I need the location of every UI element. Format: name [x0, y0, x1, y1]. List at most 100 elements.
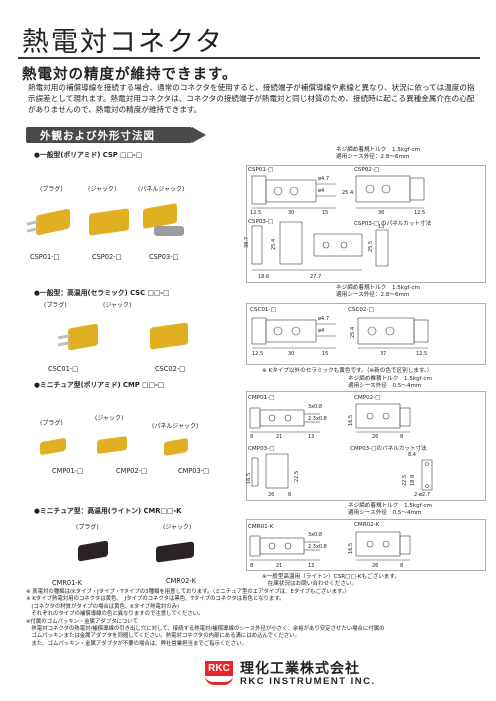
dim-csp01-a: 12.5 — [250, 210, 261, 216]
drawing-label-csc02: CSC02-□ — [348, 307, 374, 313]
group-title-cmp: ●ミニチュア型(ポリアミド) CMP □□-□ — [34, 381, 165, 389]
footnote-line: (コネクタの材質がタイプの場合は黄色、Kタイプ熱電対のみ) — [26, 603, 180, 610]
dim-csp02-a: 36 — [378, 210, 384, 216]
dim-cmp02-h: 16.5 — [348, 415, 354, 426]
drawing-label-cmp03: CMP03-□ — [248, 446, 275, 452]
dim-csp-pin-b: ø4 — [318, 188, 324, 194]
dim-cmp-panel-c: 18.9 — [410, 475, 416, 486]
dim-cmp01-b: 21 — [276, 434, 282, 440]
dim-cmp03-b: 8 — [288, 492, 291, 498]
dim-csc01-c: 15 — [322, 351, 328, 357]
dim-panel-b: 25.5 — [368, 241, 374, 252]
product-name-csp01: CSP01-□ — [30, 253, 60, 261]
csp-jack-image — [89, 208, 129, 236]
dim-cmp-pin-b: 2.3x0.8 — [308, 416, 327, 422]
drawing-frame-cmr — [246, 519, 486, 571]
dim-cmp01-c: 13 — [308, 434, 314, 440]
cmr-jack-image — [156, 541, 194, 563]
drawing-label-cmp02: CMP02-□ — [354, 395, 381, 401]
section-heading: 外観および外形寸法図 — [40, 130, 155, 142]
dim-cmr01-c: 13 — [308, 563, 314, 569]
product-name-cmr01: CMR01-K — [52, 579, 82, 587]
dim-csc01-b: 30 — [288, 351, 294, 357]
dim-cmp-panel-b: 22.5 — [402, 475, 408, 486]
product-label-panel-jack: (パネルジャック) — [152, 423, 199, 430]
group-title-csp: ●一般型(ポリアミド) CSP □□-□ — [34, 151, 143, 159]
page-title: 熱電対コネクタ — [22, 27, 224, 58]
footnote-line: また、ゴムパッキン・金属アダプタが不要の場合は、弊社営業担当までご指示ください。 — [26, 640, 247, 647]
csc-color-note: ※ Kタイプ以外のセラミックも黄色です。（※新の色で区別します。） — [262, 368, 433, 374]
product-label-plug: (プラグ) — [40, 420, 63, 427]
cmp-jack-image — [97, 435, 127, 455]
dim-csp03-h: 38.7 — [244, 237, 250, 248]
torque-spec-cmr: ネジ締め着規トルク 1.5kgf·cm 適用シース外径 0.5〜4mm — [348, 503, 432, 516]
footnote-line: それぞれのタイプの補償導線の色と異なりますので注意してください。 — [26, 611, 204, 618]
drawing-label-cmr02: CMR02-K — [354, 522, 380, 528]
dim-cmp-panel-a: 8.4 — [408, 452, 416, 458]
dim-csc-pin-b: ø4 — [318, 328, 324, 334]
csc-jack-image — [150, 322, 188, 350]
dim-csc-height: 25.4 — [350, 327, 356, 338]
product-name-cmr02: CMR02-K — [166, 577, 196, 585]
dim-cmr01-a: 8 — [250, 563, 253, 569]
cmr-plug-image — [78, 540, 108, 562]
rkc-logo: RKC — [205, 661, 233, 676]
dim-csp03-a: 18.6 — [258, 274, 269, 280]
torque-spec-csc: ネジ締め着規トルク 1.5kgf·cm 適用シース外径：2.8〜6mm — [336, 285, 420, 298]
drawing-frame-csc — [246, 303, 486, 365]
drawing-label-cmr01: CMR01-K — [248, 524, 274, 530]
dim-cmr02-b: 8 — [400, 563, 403, 569]
dim-panel-a: 13 — [378, 224, 384, 230]
product-label-panel-jack: (パネルジャック) — [138, 186, 185, 193]
product-name-csc02: CSC02-□ — [155, 365, 186, 373]
footnote-line: ※ Kタイプ熱電対用のコネクタは黄色、 Jタイプのコネクタは黒色、Tタイプのコネ… — [26, 596, 285, 603]
drawing-label-csp02: CSP02-□ — [354, 167, 380, 173]
dim-cmp03-w: 22.5 — [294, 471, 300, 482]
product-name-cmp02: CMP02-□ — [116, 467, 148, 475]
dimension-drawing-csc: 12.5 30 15 37 12.5 ø4.7 ø4 25.4 — [251, 316, 429, 357]
dim-cmp02-a: 26 — [372, 434, 378, 440]
dim-csp-pin-a: ø4.7 — [318, 176, 329, 182]
dim-csp-height: 25.4 — [342, 190, 353, 196]
dim-csc02-a: 37 — [380, 351, 386, 357]
product-label-jack: (ジャック) — [95, 415, 124, 422]
dim-csp01-b: 30 — [288, 210, 294, 216]
dim-csp03-w: 25.4 — [271, 239, 277, 250]
product-name-csp03: CSP03-□ — [149, 253, 179, 261]
group-title-cmr: ●ミニチュア型：高温用(ライトン) CMR□□-K — [34, 507, 182, 515]
dim-cmp-pin-a: 3x0.8 — [308, 404, 322, 410]
torque-spec-cmp: ネジ締め推積トルク 1.5kgf·cm 適用シース外径 0.5〜4mm — [348, 376, 432, 389]
dim-cmr02-h: 16.5 — [348, 543, 354, 554]
dim-csp01-c: 15 — [322, 210, 328, 216]
drawing-frame-cmp — [246, 391, 486, 501]
dim-cmp02-b: 8 — [400, 434, 403, 440]
footnote-line: 熱電対コネクタの熱電対/補償導線の引き出し穴に対して、接続する熱電対/補償導線の… — [26, 626, 385, 633]
dim-csc01-a: 12.5 — [252, 351, 263, 357]
footnote-line: ゴムパッキンまたは金属アダプタを同梱してください。熱電対コネクタの内部にある溝に… — [26, 633, 300, 640]
cmp-plug-image — [40, 437, 66, 456]
dim-cmr-pin-b: 2.3x0.8 — [308, 544, 327, 550]
dim-cmr02-a: 26 — [372, 563, 378, 569]
cmp-panel-jack-image — [164, 437, 188, 457]
product-label-plug: (プラグ) — [44, 302, 67, 309]
product-label-plug: (プラグ) — [76, 524, 99, 531]
torque-spec-csp: ネジ締め着規トルク 1.5kgf·cm 適用シース外径：2.8〜6mm — [336, 147, 420, 160]
dimension-drawing-csp: 12.5 30 15 36 12.5 ø4.7 ø4 25.4 38.7 25.… — [244, 175, 425, 280]
dimension-drawing-cmp: 3x0.8 2.3x0.8 8 21 13 16.5 26 8 16.5 22.… — [246, 403, 433, 498]
company-name-ja: 理化工業株式会社 — [240, 661, 360, 677]
company-name-en: RKC INSTRUMENT INC. — [240, 676, 376, 687]
footnote-line: ※ 表電対の種類は(Kタイプ・Jタイプ・Tタイプの3種類を用意しております。（ミ… — [26, 589, 350, 595]
dim-cmp03-a: 26 — [268, 492, 274, 498]
intro-paragraph: 熱電対用の補償導線を接続する場合、通常のコネクタを使用すると、接続端子が補償導線… — [28, 83, 475, 114]
drawing-label-cmp03-panel: CMP03-□のパネルカット寸法 — [350, 446, 427, 452]
dim-cmp03-h: 16.5 — [246, 473, 252, 484]
drawing-label-csc01: CSC01-□ — [250, 307, 276, 313]
footnotes: ※ 表電対の種類は(Kタイプ・Jタイプ・Tタイプの3種類を用意しております。（ミ… — [26, 589, 486, 648]
section-banner — [26, 127, 206, 143]
product-name-csp02: CSP02-□ — [92, 253, 122, 261]
cmr-availability-note: ※一般型高温用（ライトン）CSR□□-Kもございます。 在庫状況はお問い合わせく… — [262, 574, 401, 587]
csp-plug-image — [27, 208, 70, 236]
footnote-line: ※付属のゴムパッキン・金属アダプタについて — [26, 618, 139, 625]
drawing-label-cmp01: CMP01-□ — [248, 395, 275, 401]
dim-csp02-b: 12.5 — [414, 210, 425, 216]
